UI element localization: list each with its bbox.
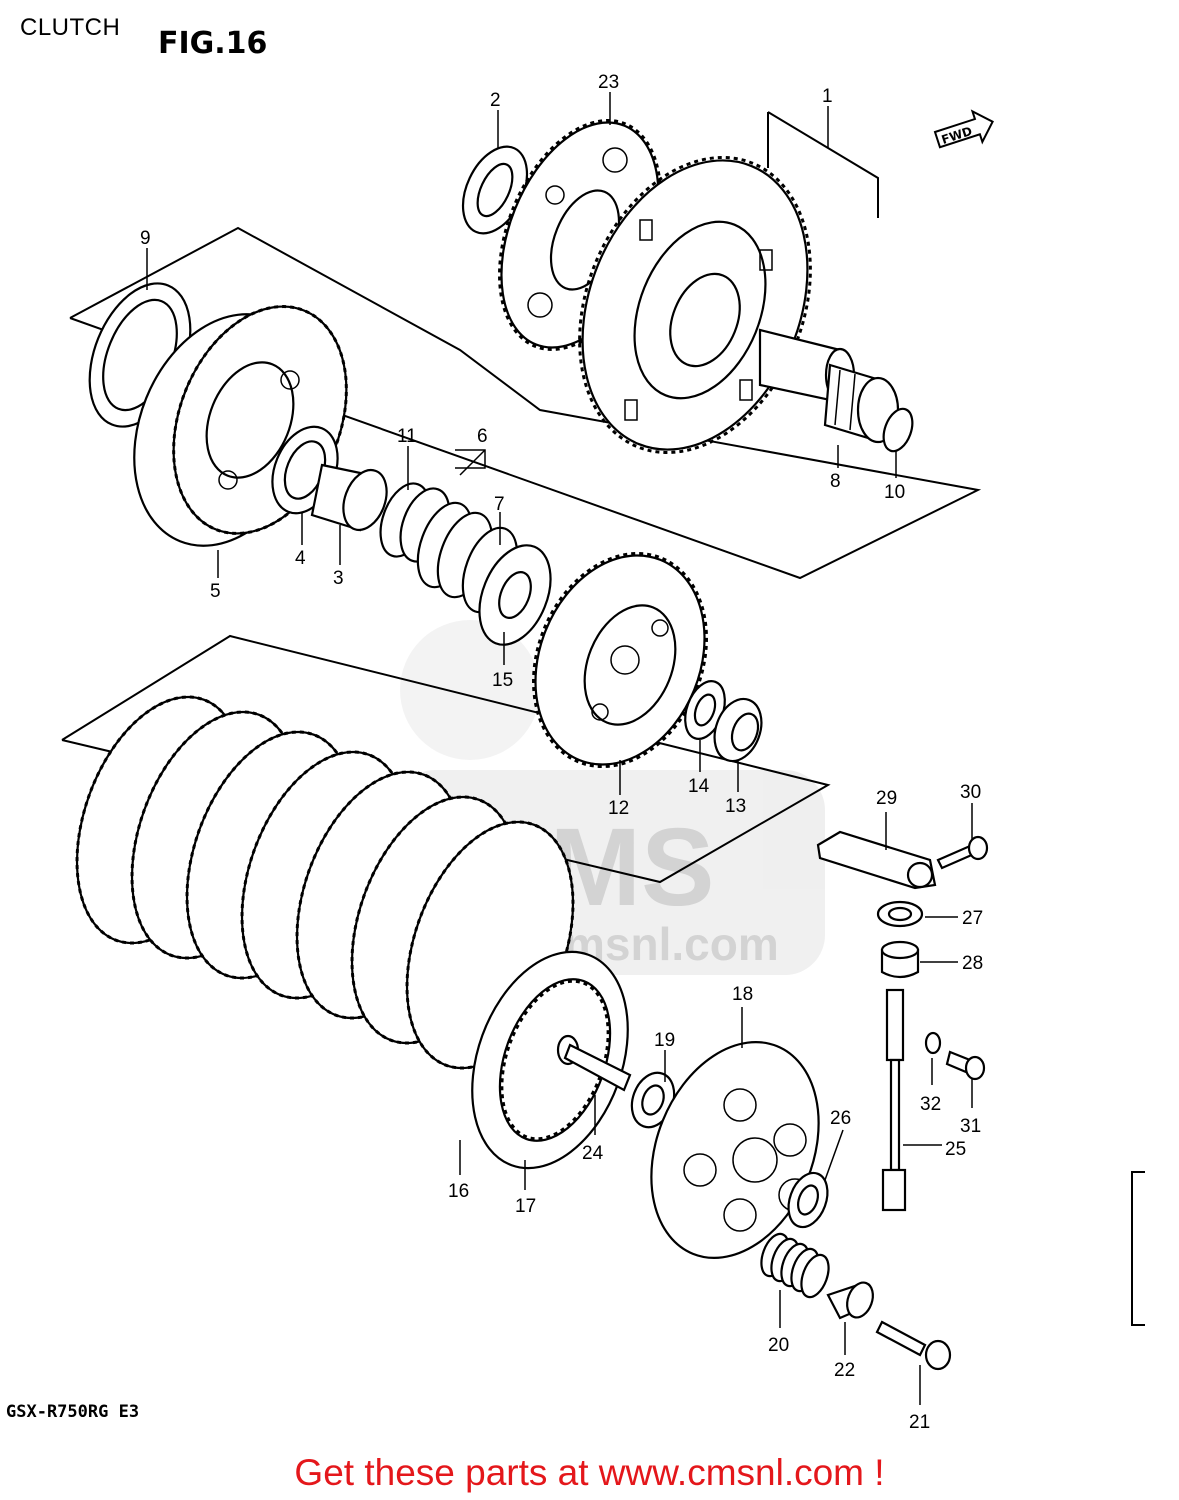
callout-6: 6 [477,426,488,447]
model-code: GSX-R750RG E3 [6,1402,140,1422]
callout-11: 11 [397,426,417,447]
callout-18: 18 [732,984,753,1005]
part-26-ring [787,1171,829,1229]
callout-5: 5 [210,581,221,602]
callout-12: 12 [608,798,629,819]
callout-27: 27 [962,908,983,929]
part-10-ring [882,407,914,453]
part-18-pressure-plate [650,1041,820,1259]
part-22-collar [826,1281,874,1320]
page-title: CLUTCH [20,14,121,41]
callout-21: 21 [909,1412,930,1433]
fwd-arrow-icon: FWD [933,109,994,149]
figure-number: FIG.16 [158,26,268,61]
leader-lines [146,92,973,1405]
callout-8: 8 [830,471,841,492]
part-14-lock-washer [684,680,726,740]
part-15-washer [478,544,552,646]
callout-3: 3 [333,568,344,589]
part-1-primary-driven-gear [578,155,812,455]
part-28-bushing [880,940,920,979]
callout-13: 13 [725,796,746,817]
callout-2: 2 [490,90,501,111]
callout-1: 1 [822,86,833,107]
callout-28: 28 [962,953,983,974]
part-30-bolt [936,835,989,870]
callout-15: 15 [492,670,513,691]
part-13-nut [713,697,763,763]
callout-30: 30 [960,782,981,803]
callout-23: 23 [598,72,619,93]
part-17-plate [471,950,629,1170]
callout-20: 20 [768,1335,789,1356]
callout-7: 7 [494,494,505,515]
callout-16: 16 [448,1181,469,1202]
part-20-spring [760,1232,830,1299]
callout-24: 24 [582,1143,604,1164]
footer-parts-link[interactable]: Get these parts at www.cmsnl.com ! [294,1452,885,1493]
part-11-ring-set [379,482,494,599]
callout-19: 19 [654,1030,675,1051]
part-25-release-shaft [881,988,907,1212]
callout-17: 17 [515,1196,536,1217]
part-24-push-piece [556,1034,632,1092]
part-27-oil-seal [876,900,924,928]
part-5-clutch-housing [133,305,348,547]
part-2-washer [461,145,529,235]
callout-labels: 2 23 1 9 11 6 7 8 10 5 4 3 15 12 14 13 2… [140,72,983,1433]
callout-22: 22 [834,1360,855,1381]
callout-14: 14 [688,776,710,797]
callout-10: 10 [884,482,905,503]
callout-4: 4 [295,548,306,569]
callout-9: 9 [140,228,151,249]
fwd-label: FWD [940,124,974,147]
callout-31: 31 [960,1116,981,1137]
part-16-plate-stack [75,695,575,1070]
callout-26: 26 [830,1108,851,1129]
part-21-bolt [875,1320,952,1371]
callout-25: 25 [945,1139,966,1160]
part-32-washer [924,1031,942,1055]
part-29-release-arm [816,830,937,890]
callout-29: 29 [876,788,897,809]
callout-32: 32 [920,1094,941,1115]
part-3-spacer [310,463,388,532]
part-31-bolt [945,1050,986,1081]
